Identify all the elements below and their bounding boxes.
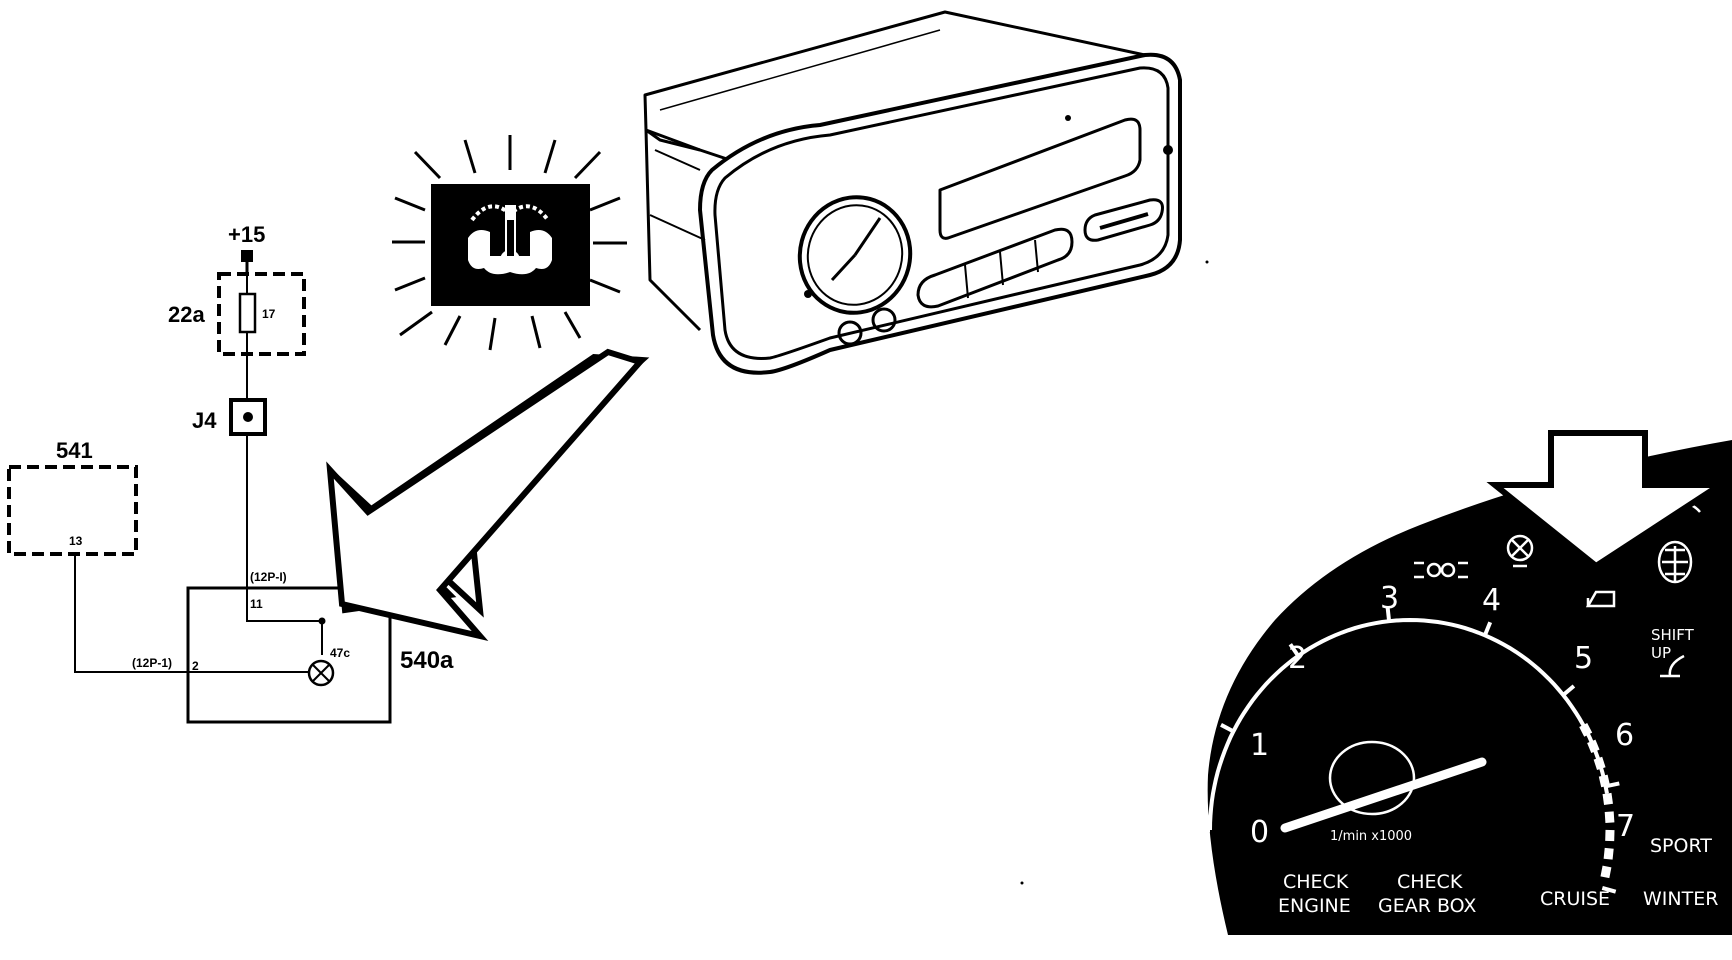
scale-label-3: 3 (1380, 581, 1399, 616)
supply-terminal (241, 250, 253, 262)
pin-11-label: 11 (250, 597, 263, 611)
clock-gauge (797, 195, 913, 315)
coolant-lamp-icon (1585, 590, 1616, 608)
ecu-ref-label: 541 (56, 438, 93, 463)
check-gearbox-label-1: CHECK (1397, 871, 1463, 893)
redline-dash (1587, 739, 1600, 754)
scale-label-1: 1 (1250, 728, 1269, 763)
redline-dash (1603, 847, 1614, 860)
scale-label-5: 5 (1574, 641, 1593, 676)
junction-dot (243, 412, 253, 422)
sport-label: SPORT (1650, 835, 1712, 857)
redline-dash (1600, 865, 1612, 879)
pointer-arrow-outline (326, 348, 646, 642)
instrument-cluster-drawing (643, 10, 1182, 375)
scale-label-7: 7 (1616, 809, 1635, 844)
scale-label-4: 4 (1482, 583, 1501, 618)
junction-label: J4 (192, 408, 217, 433)
tachometer-ticks (1196, 606, 1620, 894)
winter-label: WINTER (1643, 888, 1718, 910)
bulb-failure-icon (1506, 534, 1534, 568)
major-tick (1288, 643, 1300, 658)
unit-label: 1/min x1000 (1330, 829, 1412, 844)
pin-2-label: 2 (192, 659, 199, 673)
connector-left-label: (12P-1) (132, 656, 172, 670)
speck-1 (1205, 260, 1209, 264)
coolant-warning-lamp (392, 135, 627, 351)
fuse-symbol (238, 292, 257, 334)
headlight-icon (1414, 561, 1468, 579)
redline-dash (1604, 811, 1615, 823)
wire-internal (246, 618, 323, 655)
major-tick (1220, 723, 1235, 734)
knob-right (871, 307, 897, 333)
scale-label-2: 2 (1288, 641, 1307, 676)
check-gearbox-label-2: GEAR BOX (1378, 895, 1476, 917)
redline-dash (1602, 792, 1613, 806)
wire-ecu-cluster (74, 556, 289, 673)
scale-label-6: 6 (1615, 718, 1634, 753)
fuse-box (217, 272, 306, 356)
knob-left (837, 320, 863, 346)
screw-left (804, 290, 812, 298)
tachometer-needle (1280, 757, 1487, 833)
right-button (1083, 198, 1164, 242)
cluster-ref-label: 540a (400, 647, 454, 674)
redline-dash (1598, 774, 1610, 788)
coolant-icon (468, 204, 552, 275)
fuse-ref-label: 22a (168, 302, 205, 327)
wiring-schematic (7, 250, 392, 724)
cruise-label: CRUISE (1540, 888, 1610, 910)
speck-2 (1020, 881, 1024, 885)
ecu-box (7, 465, 138, 556)
major-tick (1601, 885, 1617, 894)
connector-top-label: (12P-I) (250, 570, 287, 584)
down-arrow (1486, 430, 1731, 570)
ecu-pin-label: 13 (69, 534, 83, 548)
major-tick (1605, 781, 1620, 789)
shift-up-label-2: UP (1651, 644, 1671, 662)
shift-up-label-1: SHIFT (1651, 626, 1695, 644)
redline-dash (1593, 756, 1606, 770)
gear-lever-icon (1660, 654, 1685, 678)
button-strip (916, 227, 1074, 309)
screw-top (1065, 115, 1071, 121)
major-tick (1483, 621, 1493, 637)
cluster-box (186, 586, 392, 724)
display-window (938, 117, 1142, 240)
screw-right (1163, 145, 1173, 155)
lamp-ref-label: 47c (330, 646, 350, 660)
check-engine-label-2: ENGINE (1278, 895, 1351, 917)
supply-label: +15 (228, 222, 265, 247)
check-engine-label-1: CHECK (1283, 871, 1349, 893)
scale-label-0: 0 (1250, 815, 1269, 850)
glow-rays (392, 135, 627, 351)
fuse-pin-label: 17 (262, 307, 276, 321)
major-tick (1385, 606, 1392, 622)
seatbelt-icon (1657, 540, 1693, 584)
major-tick (1561, 684, 1576, 697)
needle-hub (1328, 740, 1416, 816)
redline-dash (1579, 722, 1593, 737)
